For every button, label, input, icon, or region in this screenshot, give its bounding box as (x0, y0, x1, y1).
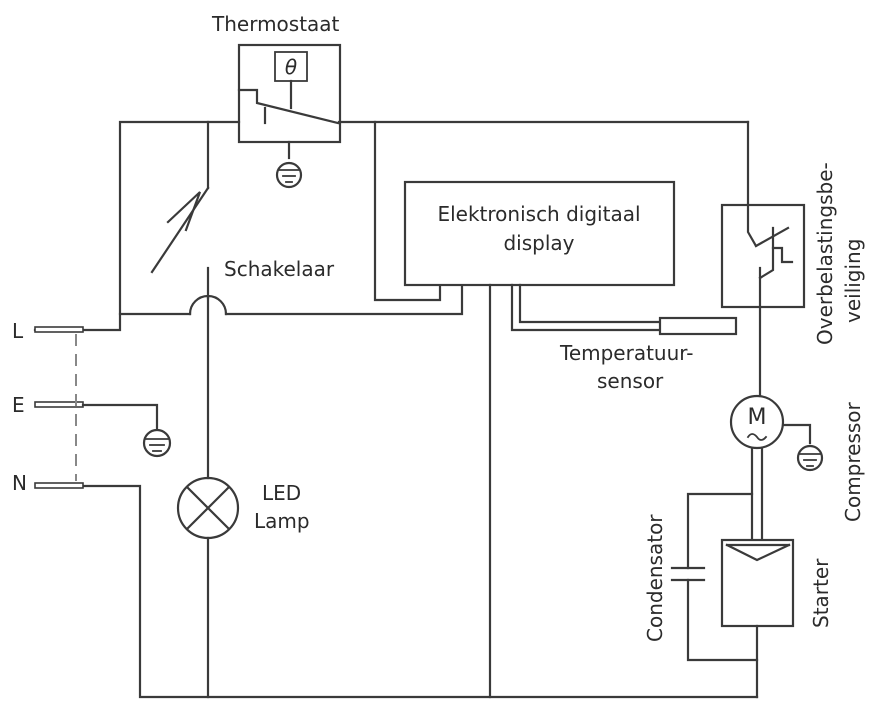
terminal-n-label: N (12, 471, 27, 495)
terminals: L E N (12, 319, 84, 495)
wire-sensor-2 (518, 283, 662, 324)
overload-label-1: Overbelastingsbe- (813, 162, 837, 345)
wire-sensor-1 (510, 283, 662, 332)
sensor-label-2: sensor (597, 369, 664, 393)
wire-mid-right (224, 283, 464, 316)
switch-label: Schakelaar (224, 257, 335, 281)
compressor-motor: M (729, 394, 824, 472)
theta-symbol: θ (285, 55, 297, 79)
overload-label-2: veiliging (841, 239, 865, 323)
wire-condenser-top (686, 492, 754, 570)
sensor-label-1: Temperatuur- (559, 341, 693, 365)
thermostat-label: Thermostaat (211, 12, 340, 36)
motor-symbol: M (748, 405, 767, 430)
display-box (403, 180, 676, 287)
display-label-1: Elektronisch digitaal (437, 202, 640, 226)
overload-protector (720, 203, 806, 309)
temperature-sensor (658, 316, 738, 336)
thermostat: θ (237, 43, 342, 189)
condenser-label: Condensator (643, 514, 667, 642)
condenser (670, 566, 706, 582)
compressor-label: Compressor (841, 401, 865, 522)
wire-display-left (373, 120, 442, 302)
crossover-arc (188, 294, 228, 316)
display-label-2: display (503, 231, 574, 255)
earth-ground (81, 403, 172, 458)
terminal-l-label: L (12, 319, 24, 343)
starter (720, 538, 795, 628)
starter-label: Starter (809, 558, 833, 628)
terminal-e-label: E (12, 393, 25, 417)
lamp-label-2: Lamp (254, 509, 310, 533)
switch (150, 120, 210, 300)
wire-condenser-bottom (686, 578, 759, 662)
lamp-label-1: LED (262, 481, 301, 505)
wire-neutral-return (78, 484, 759, 699)
overload-switch (746, 203, 794, 309)
led-lamp (176, 476, 240, 540)
